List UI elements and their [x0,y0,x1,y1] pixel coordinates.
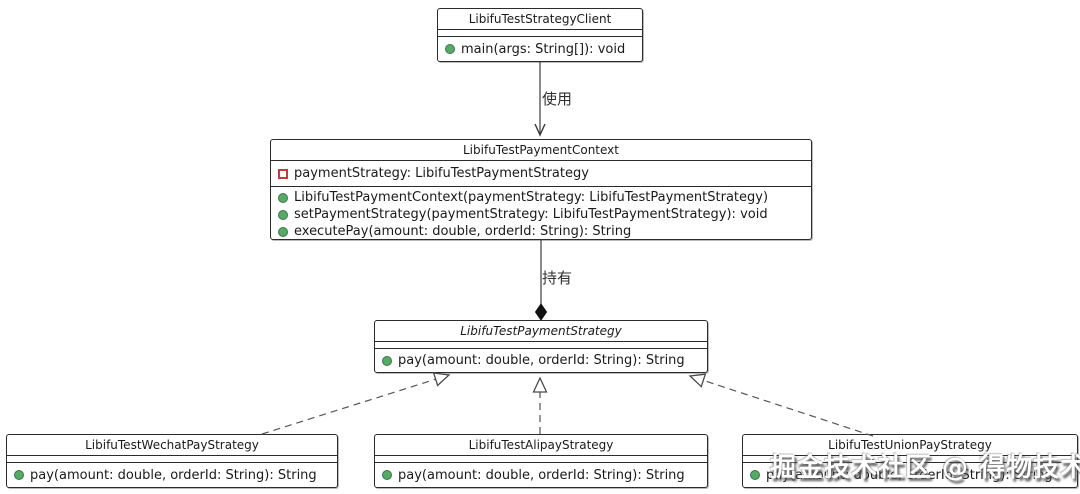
method-row: pay(amount: double, orderId: String): St… [375,467,707,484]
method-row: executePay(amount: double, orderId: Stri… [271,223,811,240]
field-row: paymentStrategy: LibifuTestPaymentStrate… [271,165,811,182]
method-label: executePay(amount: double, orderId: Stri… [294,224,632,239]
class-box-unionpay-strategy: LibifuTestUnionPayStrategy pay(amount: d… [742,434,1078,488]
class-box-alipay-strategy: LibifuTestAlipayStrategy pay(amount: dou… [374,434,708,488]
class-box-payment-strategy-interface: LibifuTestPaymentStrategy pay(amount: do… [374,320,708,373]
public-method-icon [382,470,392,480]
method-label: pay(amount: double, orderId: String): St… [398,467,685,483]
empty-fields-compartment [438,30,642,37]
method-row: pay(amount: double, orderId: String): St… [7,467,337,484]
methods-compartment: pay(amount: double, orderId: String): St… [375,349,707,372]
empty-fields-compartment [743,456,1077,463]
method-row: main(args: String[]): void [438,41,642,58]
realization-line-unionpay [688,373,874,437]
class-box-payment-context: LibifuTestPaymentContext paymentStrategy… [270,139,812,240]
method-row: pay(amount: double, orderId: String): St… [375,352,707,369]
methods-compartment: pay(amount: double, orderId: String): St… [375,463,707,487]
watermark-text: 掘金技术社区 @ 得物技术 [770,453,1080,483]
empty-fields-compartment [375,456,707,463]
method-label: pay(amount: double, orderId: String): St… [398,353,685,368]
fields-compartment: paymentStrategy: LibifuTestPaymentStrate… [271,161,811,187]
public-method-icon [750,470,760,480]
edge-label-hold: 持有 [542,269,573,287]
method-row: setPaymentStrategy(paymentStrategy: Libi… [271,206,811,223]
public-method-icon [278,192,288,203]
methods-compartment: pay(amount: double, orderId: String): St… [7,463,337,487]
private-field-icon [278,168,288,179]
class-title: LibifuTestWechatPayStrategy [7,435,337,456]
method-label: LibifuTestPaymentContext(paymentStrategy… [294,190,769,205]
methods-compartment: LibifuTestPaymentContext(paymentStrategy… [271,187,811,242]
edge-label-use: 使用 [542,90,573,108]
method-label: setPaymentStrategy(paymentStrategy: Libi… [294,207,768,222]
methods-compartment: pay(amount: double, orderId: String): St… [743,463,1077,487]
method-row: LibifuTestPaymentContext(paymentStrategy… [271,189,811,206]
public-method-icon [14,470,24,480]
method-label: pay(amount: double, orderId: String): St… [766,467,1053,483]
public-method-icon [278,209,288,220]
methods-compartment: main(args: String[]): void [438,37,642,61]
interface-title: LibifuTestPaymentStrategy [375,321,707,342]
class-title: LibifuTestPaymentContext [271,140,811,161]
method-label: pay(amount: double, orderId: String): St… [30,467,317,483]
public-method-icon [382,355,392,366]
class-title: LibifuTestStrategyClient [438,9,642,30]
empty-fields-compartment [7,456,337,463]
method-label: main(args: String[]): void [461,41,626,57]
method-row: pay(amount: double, orderId: String): St… [743,467,1077,484]
class-title: LibifuTestUnionPayStrategy [743,435,1077,456]
class-box-wechat-pay-strategy: LibifuTestWechatPayStrategy pay(amount: … [6,434,338,488]
realization-line-wechat [261,372,451,435]
empty-fields-compartment [375,342,707,349]
public-method-icon [445,44,455,54]
class-title: LibifuTestAlipayStrategy [375,435,707,456]
class-box-strategy-client: LibifuTestStrategyClient main(args: Stri… [437,8,643,62]
field-label: paymentStrategy: LibifuTestPaymentStrate… [294,166,589,181]
public-method-icon [278,226,288,237]
